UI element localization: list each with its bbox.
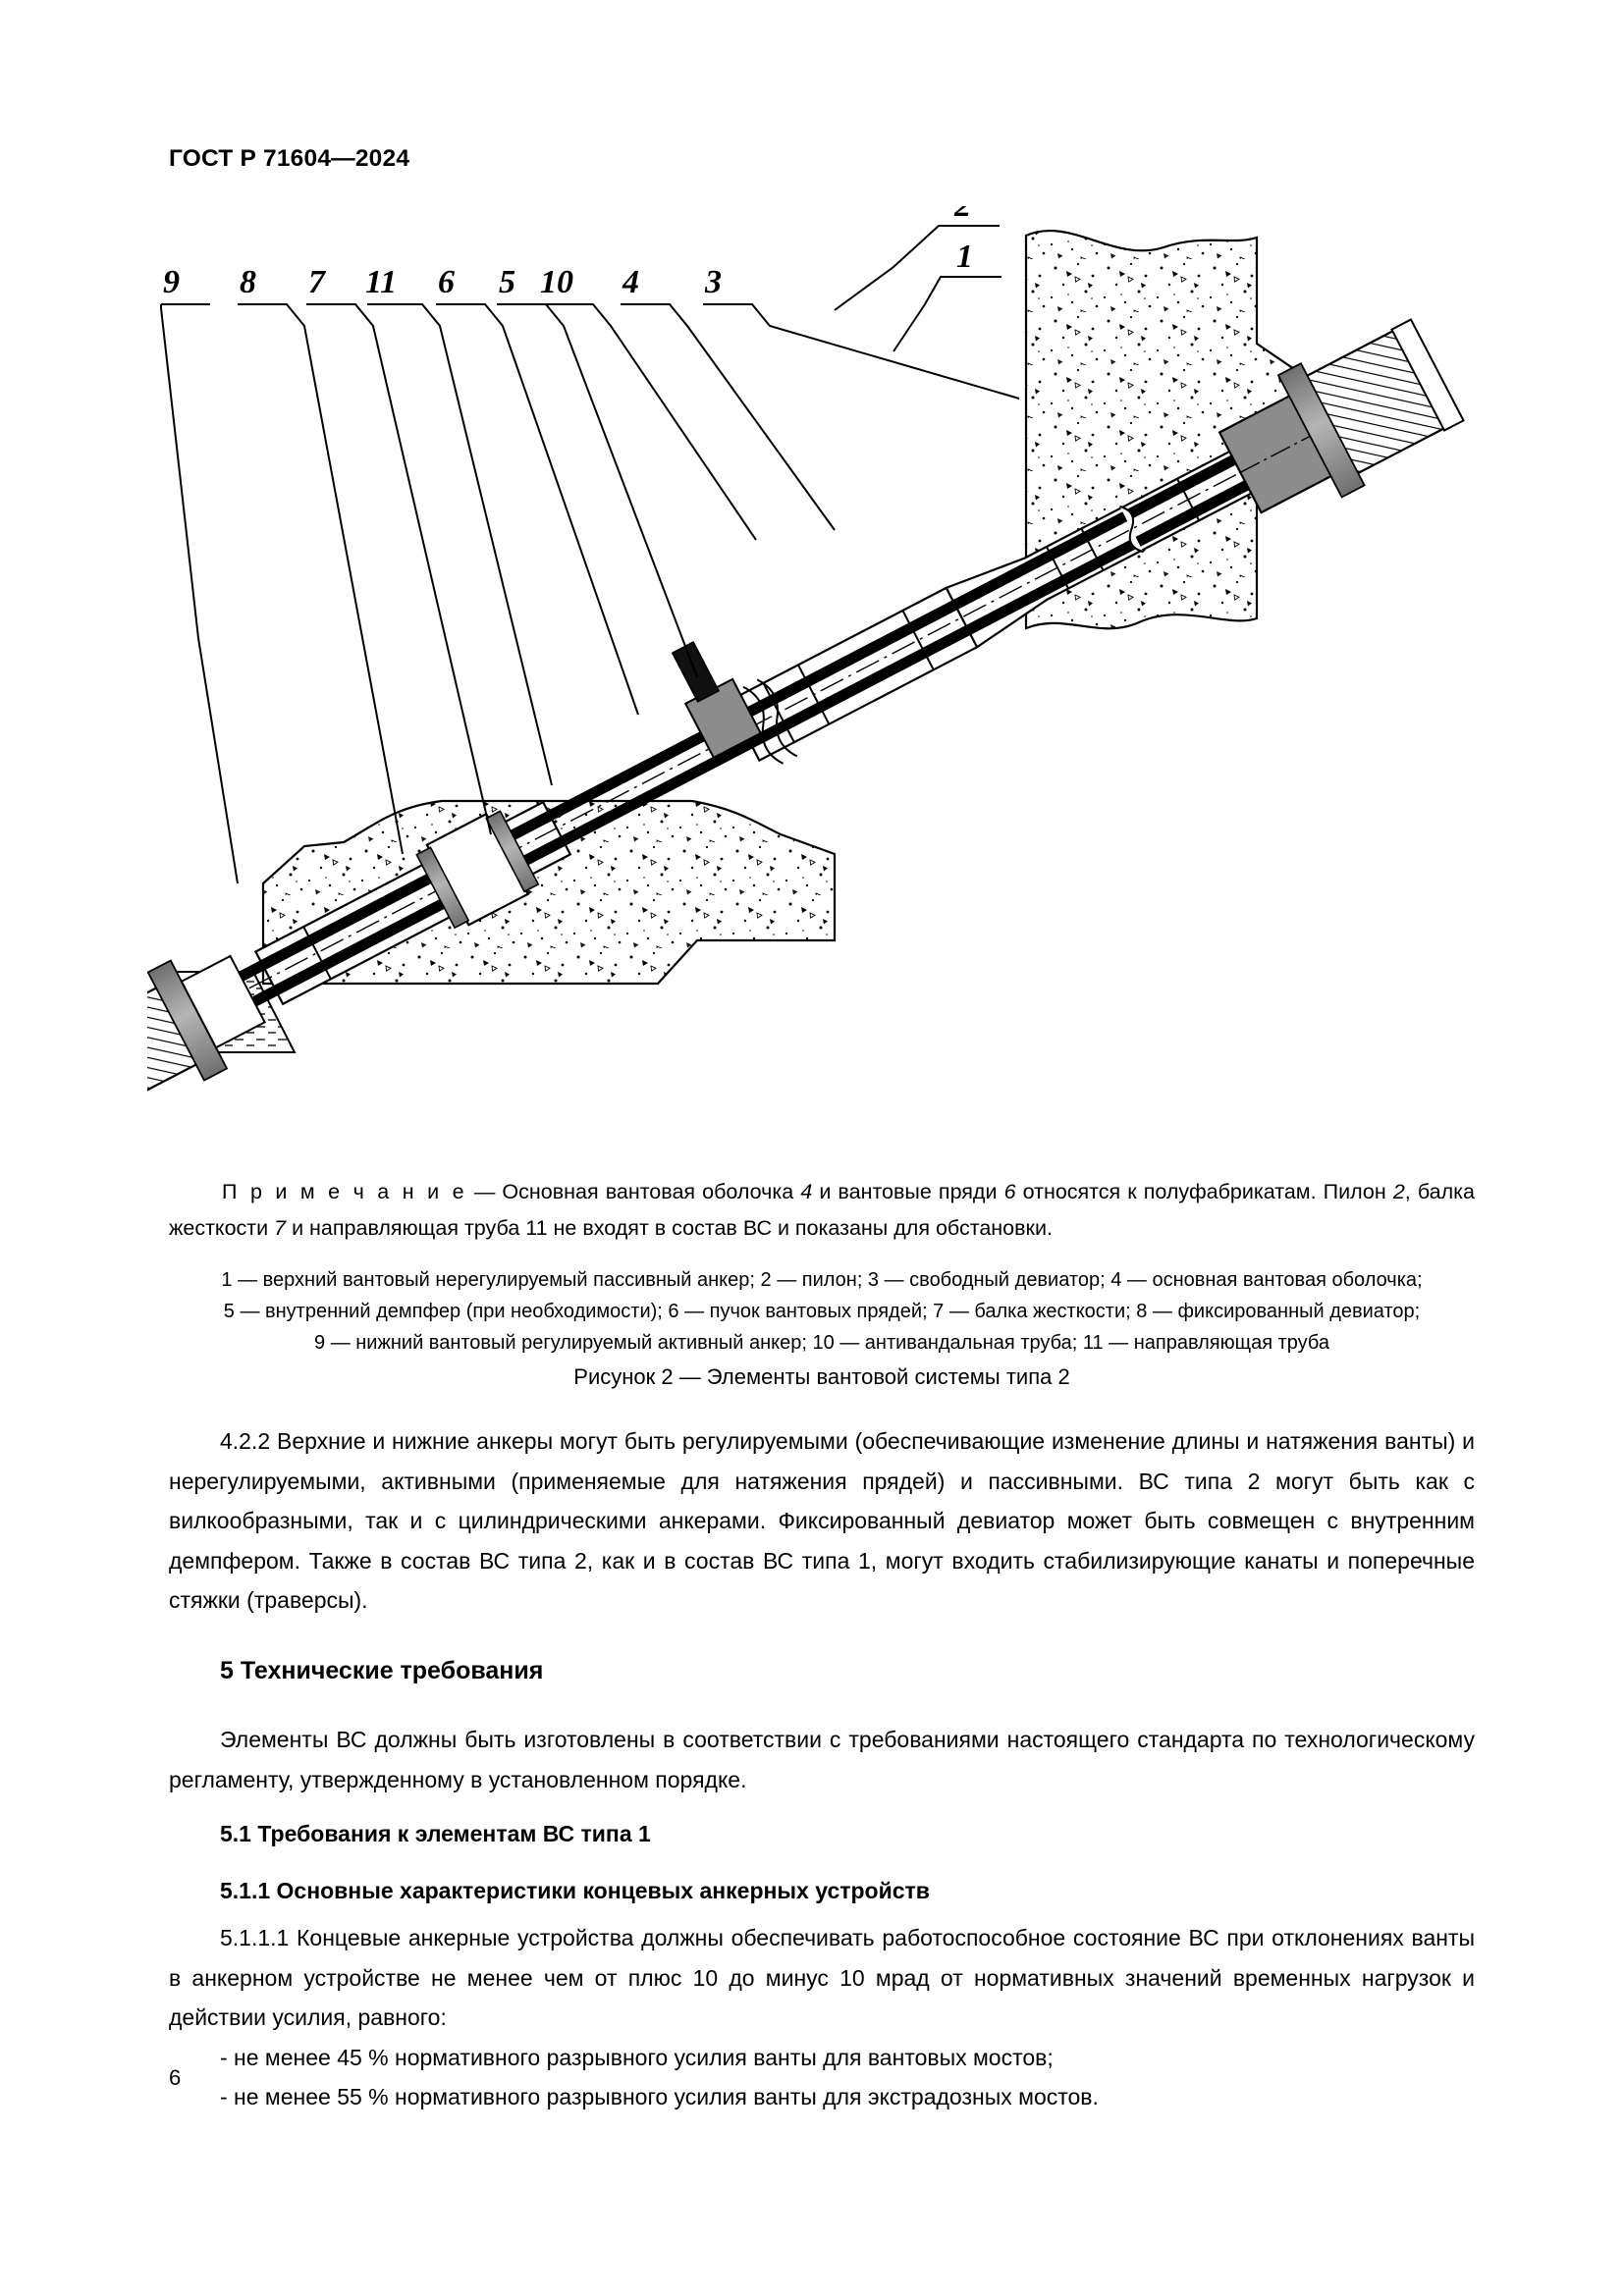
leader-lines xyxy=(160,225,1020,884)
clause-4-2-2-text: 4.2.2 Верхние и нижние анкеры могут быть… xyxy=(169,1428,1475,1613)
section-5-intro-text: Элементы ВС должны быть изготовлены в со… xyxy=(169,1727,1475,1792)
figure-legend: 1 — верхний вантовый нерегулируемый пасс… xyxy=(169,1264,1475,1359)
figure-drawing: 9 8 7 11 6 5 10 4 3 2 1 xyxy=(147,206,1465,1115)
figure-note: П р и м е ч а н и е — Основная вантовая … xyxy=(169,1174,1475,1247)
cable-assembly xyxy=(147,318,1465,1115)
clause-5-1-1-heading-block: 5.1.1 Основные характеристики концевых а… xyxy=(169,1871,1475,1911)
note-text-3: относятся к полуфабрикатам. Пилон xyxy=(1015,1180,1393,1203)
clause-4-2-2-block: 4.2.2 Верхние и нижние анкеры могут быть… xyxy=(169,1421,1475,1621)
callout-5: 5 xyxy=(499,264,515,300)
figure-2-cable-system-elements: 9 8 7 11 6 5 10 4 3 2 1 xyxy=(147,206,1502,1148)
callout-3: 3 xyxy=(704,264,722,300)
figure-caption: Рисунок 2 — Элементы вантовой системы ти… xyxy=(573,1364,1070,1389)
legend-line-2: 5 — внутренний демпфер (при необходимост… xyxy=(223,1301,1421,1322)
section-5-heading-block: 5 Технические требования xyxy=(169,1651,1475,1691)
bullet-55-percent: - не менее 55 % нормативного разрывного … xyxy=(220,2084,1099,2109)
legend-line-3: 9 — нижний вантовый регулируемый активны… xyxy=(314,1332,1329,1354)
callout-9: 9 xyxy=(163,264,180,300)
clause-5-1-1-1-text: 5.1.1.1 Концевые анкерные устройства дол… xyxy=(169,1925,1475,2030)
running-header-standard-id: ГОСТ Р 71604—2024 xyxy=(169,145,410,172)
page-number: 6 xyxy=(169,2065,182,2090)
callout-labels: 9 8 7 11 6 5 10 4 3 2 1 xyxy=(163,206,973,300)
fixed-deviator-8 xyxy=(415,810,540,930)
clause-5-1-heading-block: 5.1 Требования к элементам ВС типа 1 xyxy=(169,1814,1475,1854)
callout-6: 6 xyxy=(438,264,455,300)
section-5-intro-block: Элементы ВС должны быть изготовлены в со… xyxy=(169,1720,1475,1799)
callout-1: 1 xyxy=(956,239,973,275)
note-dash: — xyxy=(466,1180,503,1203)
note-ref-6: 6 xyxy=(1003,1180,1016,1203)
note-text-4: , балка жесткости xyxy=(169,1180,1475,1240)
callout-8: 8 xyxy=(240,264,256,300)
bullet-45-percent: - не менее 45 % нормативного разрывного … xyxy=(220,2044,1054,2070)
callout-4: 4 xyxy=(622,264,639,300)
note-ref-2: 2 xyxy=(1392,1180,1405,1203)
clause-5-1-1-heading: 5.1.1 Основные характеристики концевых а… xyxy=(220,1878,930,1903)
legend-line-1: 1 — верхний вантовый нерегулируемый пасс… xyxy=(221,1269,1423,1291)
note-ref-4: 4 xyxy=(800,1180,813,1203)
clause-5-1-1-1-block: 5.1.1.1 Концевые анкерные устройства дол… xyxy=(169,1918,1475,2117)
callout-10: 10 xyxy=(540,264,573,300)
upper-passive-anchor-1 xyxy=(1276,318,1465,499)
clause-5-1-heading: 5.1 Требования к элементам ВС типа 1 xyxy=(220,1821,651,1846)
callout-11: 11 xyxy=(365,264,397,300)
note-ref-7: 7 xyxy=(274,1216,287,1240)
section-5-heading: 5 Технические требования xyxy=(220,1657,544,1684)
callout-7: 7 xyxy=(308,264,327,300)
lower-active-anchor-9 xyxy=(147,954,266,1115)
callout-2: 2 xyxy=(953,206,971,224)
strand-lower-6 xyxy=(182,435,1337,1043)
note-label: П р и м е ч а н и е xyxy=(222,1180,467,1203)
note-text-2: и вантовые пряди xyxy=(812,1180,1004,1203)
note-text-5: и направляющая труба 11 не входят в сост… xyxy=(286,1216,1053,1240)
note-text-1: Основная вантовая оболочка xyxy=(502,1180,801,1203)
